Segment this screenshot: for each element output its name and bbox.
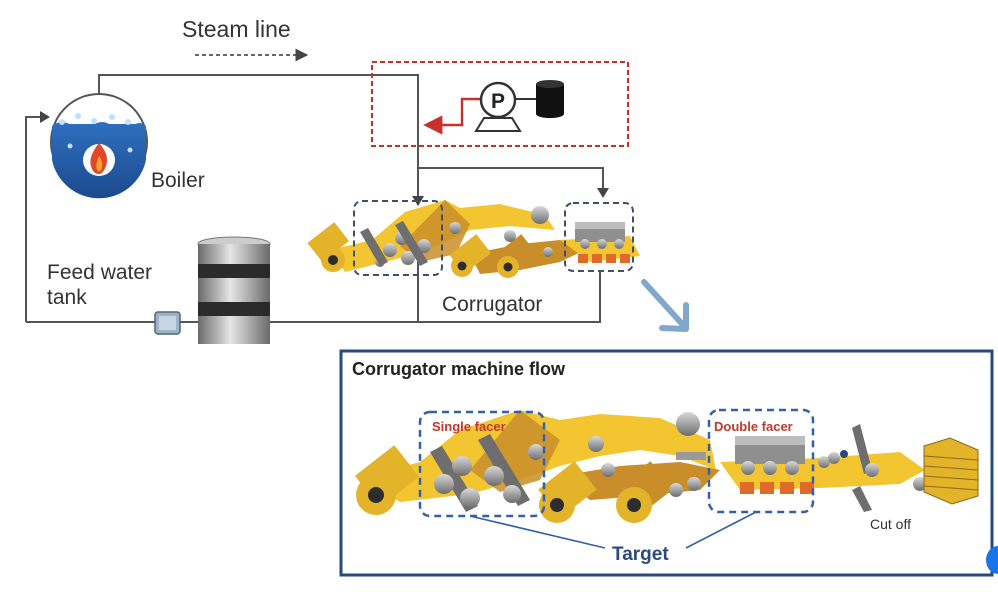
double-facer-label: Double facer — [714, 419, 793, 434]
pump-icon: P — [474, 81, 522, 132]
boiler-icon — [50, 93, 148, 199]
corrugator-illustration — [307, 200, 640, 278]
inset-machine-illustration — [354, 410, 979, 523]
double-facer-box — [707, 408, 815, 514]
chemical-dosing-box — [371, 61, 629, 147]
steam-arrow-double-facer — [597, 188, 609, 198]
pump-letter: P — [491, 90, 505, 113]
feed-pump-icon — [154, 311, 181, 335]
single-facer-box — [418, 410, 546, 518]
steam-line-label: Steam line — [182, 16, 291, 42]
dosing-line — [423, 97, 488, 135]
chemical-drum-icon — [536, 80, 564, 118]
inset-title: Corrugator machine flow — [352, 359, 566, 379]
zoom-arrow — [641, 279, 689, 332]
feed-water-label-line2: tank — [47, 286, 87, 309]
single-facer-label: Single facer — [432, 419, 506, 434]
edge-blue-marker — [986, 546, 998, 574]
target-label: Target — [612, 544, 669, 565]
corrugator-label: Corrugator — [442, 293, 542, 316]
feed-water-label-line1: Feed water — [47, 261, 152, 284]
double-facer-box-top — [564, 202, 634, 272]
feed-water-tank-icon — [197, 236, 271, 344]
target-connector-lines — [469, 511, 757, 549]
boiler-label: Boiler — [151, 169, 205, 192]
cut-off-label: Cut off — [870, 516, 911, 532]
steam-piping — [25, 74, 604, 323]
return-arrow-boiler — [40, 111, 50, 123]
single-facer-box-top — [353, 200, 443, 276]
